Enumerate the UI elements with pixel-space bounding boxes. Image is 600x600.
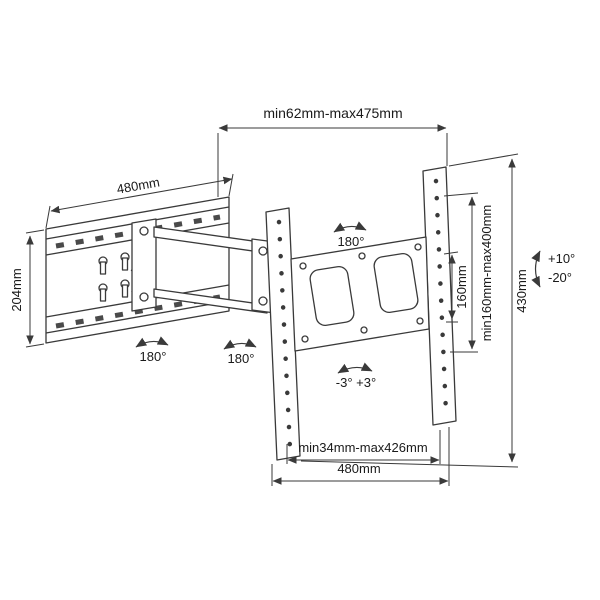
swivel-label-mid: 180° <box>228 351 255 366</box>
tilt-indicator: +10° -20° <box>531 250 575 288</box>
dim-wall-plate-width: 480mm <box>45 173 234 229</box>
rotation-arrow-icon <box>223 338 257 350</box>
swivel-indicator-top: 180° <box>333 221 367 249</box>
dim-vesa-vertical-min: 160mm <box>443 251 469 323</box>
rotation-arrow-icon <box>333 221 367 233</box>
tv-plate-right-rail <box>422 166 457 426</box>
dim-vesa-vertical-range: min160mm-max400mm <box>443 192 494 353</box>
dim-label-vesa-vertical-min: 160mm <box>454 265 469 308</box>
plate-slot <box>373 253 419 313</box>
dim-label-wall-plate-height: 204mm <box>9 268 24 311</box>
dim-label-vesa-horizontal-range: min34mm-max426mm <box>298 440 427 455</box>
dim-wall-plate-height: 204mm <box>9 229 45 348</box>
dim-extension-range: min62mm-max475mm <box>217 105 448 197</box>
rotation-arrow-icon <box>337 362 373 374</box>
swivel-label-left: 180° <box>140 349 167 364</box>
swivel-indicator-mid: 180° <box>223 338 257 366</box>
tv-plate <box>265 166 457 461</box>
vesa-holes-left <box>276 219 293 451</box>
dim-label-vesa-vertical-range: min160mm-max400mm <box>479 205 494 342</box>
tilt-label-down: -20° <box>548 270 572 285</box>
dim-label-extension-range: min62mm-max475mm <box>263 105 402 121</box>
plate-screw-holes <box>299 243 424 343</box>
dim-label-plate-height: 430mm <box>514 269 529 312</box>
dim-label-plate-width: 480mm <box>337 461 380 476</box>
dim-plate-width: 480mm <box>271 427 450 486</box>
dim-vesa-horizontal-range: min34mm-max426mm <box>286 430 441 464</box>
swivel-label-top: 180° <box>338 234 365 249</box>
swivel-indicator-left: 180° <box>135 336 169 364</box>
rotation-arrow-icon <box>135 336 169 348</box>
tilt-arrow-icon <box>531 250 541 288</box>
level-label: -3° +3° <box>336 375 376 390</box>
level-indicator: -3° +3° <box>336 362 376 390</box>
plate-slot <box>309 266 355 326</box>
keyhole-slots <box>98 252 130 302</box>
dim-label-wall-plate-width: 480mm <box>116 174 161 196</box>
tilt-label-up: +10° <box>548 251 575 266</box>
